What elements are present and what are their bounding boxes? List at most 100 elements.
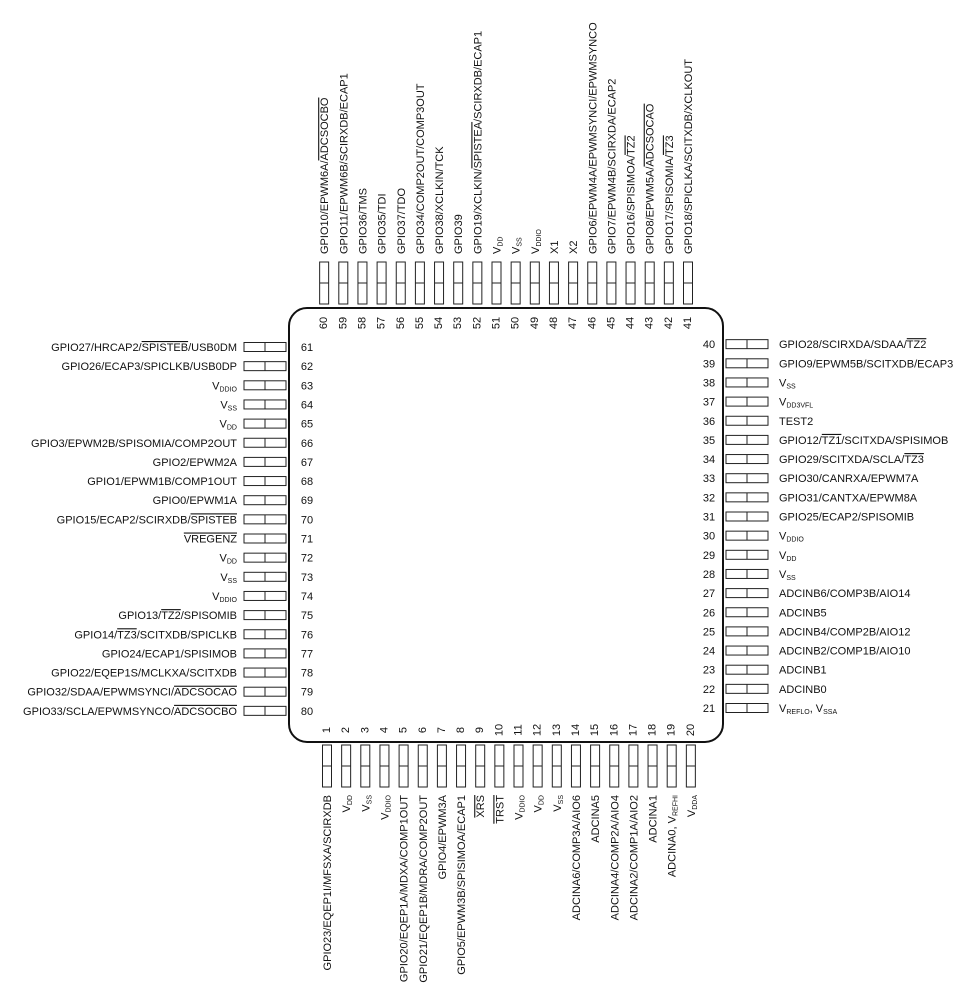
pin-label-segment: X1 <box>549 241 561 254</box>
pin-label-segment: XRS <box>475 795 487 818</box>
pin-label: GPIO4/EPWM3A <box>437 794 449 879</box>
pin-label: GPIO34/COMP2OUT/COMP3OUT <box>415 83 427 254</box>
pin-label-segment: DDIO <box>220 386 238 393</box>
pin-label-segment: V <box>552 804 564 812</box>
pin-label-segment: ADCINB5 <box>779 607 827 619</box>
pin-label: GPIO33/SCLA/EPWMSYNCO/ADCSOCBO <box>23 706 237 718</box>
pin-label-segment: GPIO37/TDO <box>396 188 408 254</box>
pin-label-segment: GPIO24/ECAP1/SPISIMOB <box>102 648 237 660</box>
pin-label-segment: GPIO12/ <box>779 435 823 447</box>
pin-label-segment: TZ2 <box>161 610 181 622</box>
pin-number: 46 <box>586 317 598 329</box>
pin-label: GPIO31/CANTXA/EPWM8A <box>779 492 918 504</box>
pin-number: 21 <box>703 703 715 715</box>
pin-number: 65 <box>301 419 313 431</box>
pin-label: GPIO26/ECAP3/SPICLKB/USB0DP <box>62 361 237 373</box>
pin-label: VDDIO <box>530 229 543 254</box>
pin-number: 27 <box>703 588 715 600</box>
pin-label-segment: GPIO14/ <box>74 629 118 641</box>
pins-layer: 1GPIO23/EQEP1I/MFSXA/SCIRXDB2VDD3VSS4VDD… <box>23 22 953 983</box>
pin-label-segment: V <box>514 812 526 820</box>
pin-79: 79 GPIO32/SDAA/EPWMSYNCI/ADCSOCAO <box>27 686 313 699</box>
pin-label: X1 <box>549 241 561 254</box>
pin-label: ADCINA6/COMP3A/AIO6 <box>571 795 583 920</box>
pin-number: 26 <box>703 607 715 619</box>
pin-label-segment: GPIO34/COMP2OUT/COMP3OUT <box>415 83 427 254</box>
pin-number: 34 <box>703 454 715 466</box>
pin-label-segment: V <box>220 572 228 584</box>
pin-label-segment: GPIO38/XCLKIN/TCK <box>434 146 446 254</box>
pin-number: 15 <box>589 724 601 736</box>
pin-number: 57 <box>376 317 388 329</box>
pin-label-segment: GPIO36/TMS <box>357 188 369 254</box>
pin-label: TRST <box>494 795 506 824</box>
pin-label-segment: ADCINB0 <box>779 684 827 696</box>
pin-label: VSS <box>360 795 373 812</box>
pin-label: GPIO20/EQEP1A/MDXA/COMP1OUT <box>399 795 411 982</box>
pin-label: GPIO24/ECAP1/SPISIMOB <box>102 648 237 660</box>
pin-number: 79 <box>301 687 313 699</box>
pin-label-segment: GPIO15/ECAP2/SCIRXDB/ <box>57 514 192 526</box>
pin-number: 62 <box>301 361 313 373</box>
pin-label-segment: TZ2 <box>907 339 927 351</box>
pin-label: VDDIO <box>212 591 237 604</box>
pin-label-segment: V <box>511 246 523 254</box>
pin-label: GPIO39 <box>453 214 465 254</box>
pin-label: GPIO6/EPWM4A/EPWMSYNCI/EPWMSYNCO <box>587 22 599 254</box>
pin-number: 37 <box>703 397 715 409</box>
pin-label-segment: V <box>379 812 391 820</box>
pin-label: GPIO29/SCITXDA/SCLA/TZ3 <box>779 454 924 466</box>
pin-label: GPIO32/SDAA/EPWMSYNCI/ADCSOCAO <box>27 687 237 699</box>
pin-label-segment: GPIO31/CANTXA/EPWM8A <box>779 492 918 504</box>
pin-label: GPIO25/ECAP2/SPISOMIB <box>779 512 914 524</box>
pin-label: VSS <box>220 572 237 585</box>
pin-number: 78 <box>301 668 313 680</box>
pin-number: 74 <box>301 591 313 603</box>
pin-label-segment: V <box>360 804 372 812</box>
pin-label: GPIO0/EPWM1A <box>153 495 238 507</box>
pin-label-segment: V <box>212 591 220 603</box>
pin-34: 34 GPIO29/SCITXDA/SCLA/TZ3 <box>703 454 924 466</box>
pin-label: ADCINA1 <box>648 795 660 843</box>
pin-label-segment: GPIO35/TDI <box>377 193 389 254</box>
pin-label-segment: DDIO <box>220 597 238 604</box>
pin-number: 55 <box>414 317 426 329</box>
pin-57: 57 GPIO35/TDI <box>376 193 389 329</box>
pin-number: 48 <box>548 317 560 329</box>
pin-label-segment: SS <box>228 578 238 585</box>
pin-number: 11 <box>513 724 525 735</box>
pin-label-segment: ADCINB2/COMP1B/AIO10 <box>779 646 910 658</box>
pin-number: 32 <box>703 492 715 504</box>
pin-label-segment: GPIO5/EPWM3B/SPISIMOA/ECAP1 <box>456 795 468 975</box>
pin-label-segment: GPIO32/SDAA/EPWMSYNCI/ <box>27 687 175 699</box>
pin-label-segment: DD <box>347 795 354 805</box>
pin-number: 42 <box>663 317 675 329</box>
pin-label: XRS <box>475 795 487 818</box>
pin-label-segment: GPIO0/EPWM1A <box>153 495 238 507</box>
